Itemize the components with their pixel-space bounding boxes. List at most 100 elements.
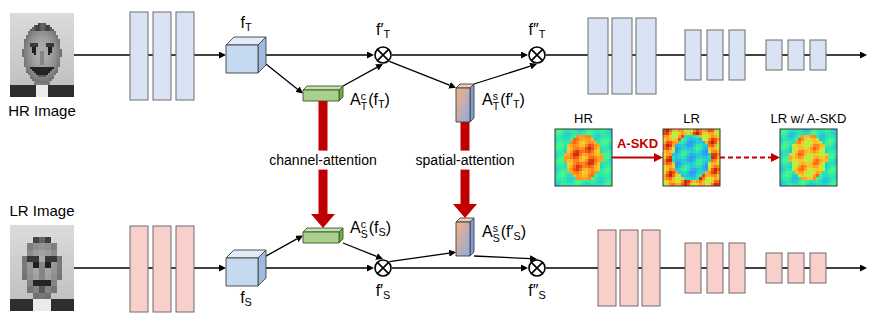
heatmap-cell [561, 177, 564, 180]
heatmap-cell [582, 177, 585, 180]
heatmap-cell [594, 153, 597, 156]
heatmap-cell [606, 138, 609, 141]
heatmap-cell [696, 141, 699, 144]
heatmap-cell [684, 150, 687, 153]
heatmap-cell [576, 168, 579, 171]
arrow-connector [266, 64, 298, 89]
heatmap-cell [579, 165, 582, 168]
arrow-connector [474, 256, 530, 259]
heatmap-cell [588, 150, 591, 153]
heatmap-cell [600, 177, 603, 180]
heatmap-cell [714, 144, 717, 147]
heatmap-cell [576, 147, 579, 150]
heatmap-cell [666, 150, 669, 153]
heatmap-cell [672, 144, 675, 147]
heatmap-cell [594, 162, 597, 165]
heatmap-cell [696, 135, 699, 138]
heatmap-cell [600, 150, 603, 153]
heatmap-cell [708, 150, 711, 153]
node-shape [663, 129, 720, 186]
heatmap-cell [669, 156, 672, 159]
heatmap-cell [702, 150, 705, 153]
heatmap-cell [672, 153, 675, 156]
heatmap-cell [582, 168, 585, 171]
heatmap-cell [594, 159, 597, 162]
layer-bar [766, 253, 782, 283]
heatmap-cell [693, 153, 696, 156]
heatmap-cell [600, 144, 603, 147]
heatmap-cell [603, 171, 606, 174]
heatmap-cell [576, 144, 579, 147]
heatmap-cell [585, 138, 588, 141]
heatmap-cell [567, 135, 570, 138]
heatmap-cell [693, 144, 696, 147]
heatmap-cell [567, 159, 570, 162]
heatmap-cell [567, 177, 570, 180]
heatmap-cell [597, 171, 600, 174]
heatmap-cell [678, 138, 681, 141]
heatmap-cell [597, 141, 600, 144]
heatmap-cell [714, 135, 717, 138]
heatmap-cell [597, 150, 600, 153]
heatmap-cell [705, 150, 708, 153]
multiply-circle [529, 47, 545, 63]
heatmap-cell [711, 135, 714, 138]
heatmap-cell [672, 159, 675, 162]
heatmap-cell [585, 165, 588, 168]
heatmap-cell [588, 153, 591, 156]
heatmap-cell [681, 159, 684, 162]
heatmap-cell [690, 150, 693, 153]
heatmap-cell [675, 147, 678, 150]
heatmap-cell [681, 135, 684, 138]
heatmap-cell [606, 177, 609, 180]
heatmap-cell [576, 138, 579, 141]
heatmap-cell [573, 141, 576, 144]
heatmap-cell [567, 144, 570, 147]
heatmap-cell [579, 168, 582, 171]
heatmap-cell [597, 180, 600, 183]
heatmap-cell [597, 144, 600, 147]
heatmap-cell [669, 132, 672, 135]
heatmap-cell [591, 135, 594, 138]
heatmap-cell [579, 132, 582, 135]
heatmap-cell [567, 171, 570, 174]
heatmap-cell [696, 132, 699, 135]
heatmap-cell [600, 162, 603, 165]
heatmap-cell [594, 177, 597, 180]
arrow-connector [720, 157, 771, 159]
heatmap-cell [606, 147, 609, 150]
heatmap-cell [666, 147, 669, 150]
heatmap-cell [567, 156, 570, 159]
heatmap-cell [708, 138, 711, 141]
heatmap-cell [669, 153, 672, 156]
layer-bar [810, 253, 826, 283]
image-pixel [72, 95, 74, 97]
heatmap-cell [696, 159, 699, 162]
heatmap-cell [564, 174, 567, 177]
heatmap-cell [681, 132, 684, 135]
heatmap-cell [597, 132, 600, 135]
heatmap-cell [558, 150, 561, 153]
heatmap-cell [582, 162, 585, 165]
heatmap-cell [588, 165, 591, 168]
heatmap-cell [699, 144, 702, 147]
heatmap-cell [693, 156, 696, 159]
heatmap-cell [711, 150, 714, 153]
heatmap-cell [561, 168, 564, 171]
heatmap-cell [558, 180, 561, 183]
heatmap-cell [675, 138, 678, 141]
heatmap-cell [564, 165, 567, 168]
heatmap-cell [702, 141, 705, 144]
heatmap-cell [573, 165, 576, 168]
heatmap-cell [675, 156, 678, 159]
heatmap-cell [702, 138, 705, 141]
heatmap-cell [579, 141, 582, 144]
input-image: HR Image [10, 13, 74, 97]
heatmap-cell [573, 171, 576, 174]
heatmap-cell [672, 150, 675, 153]
heatmap-cell [576, 150, 579, 153]
heatmap-cell [714, 156, 717, 159]
heatmap-cell [597, 159, 600, 162]
heatmap-cell [699, 132, 702, 135]
feature-cube: fT [226, 37, 266, 73]
